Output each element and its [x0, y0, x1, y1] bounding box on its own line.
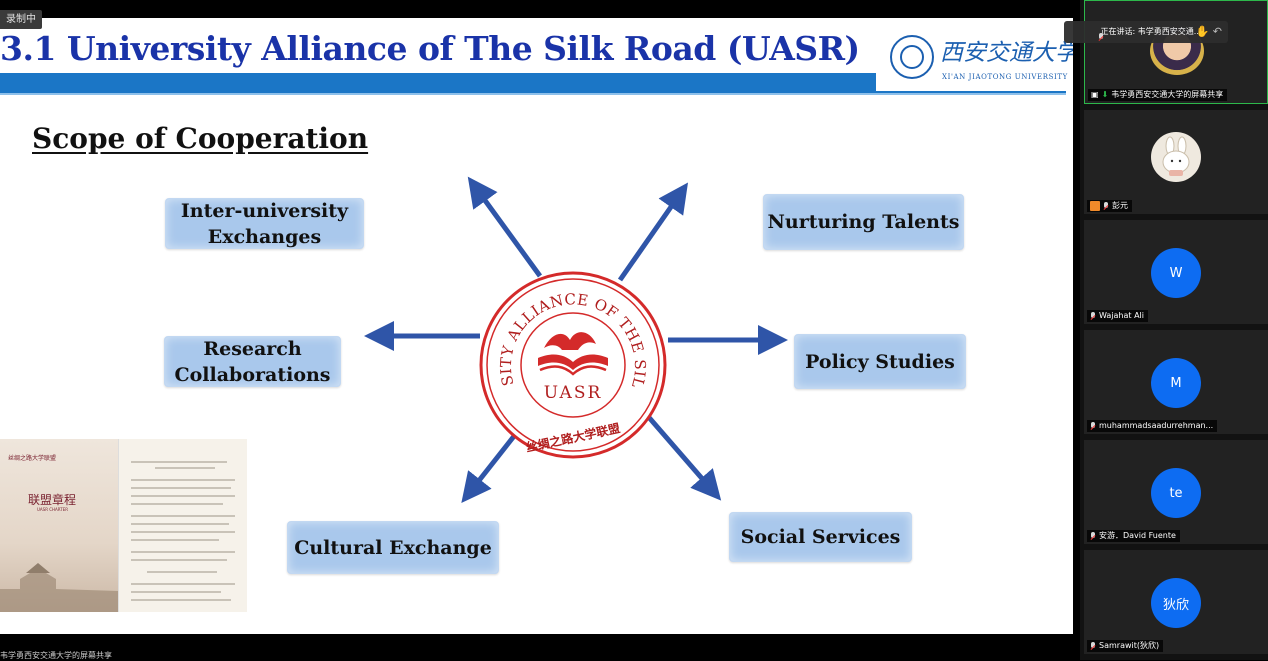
- screen-share-caption: 韦学勇西安交通大学的屏幕共享: [0, 651, 112, 660]
- box-cultural-exchange: Cultural Exchange: [287, 521, 499, 574]
- participant-name: Samrawit(狄欣): [1099, 641, 1160, 650]
- box-inter-line2: Exchanges: [207, 225, 322, 248]
- participant-tile[interactable]: te 安游．David Fuente: [1084, 440, 1268, 544]
- box-nurturing-label: Nurturing Talents: [767, 211, 960, 233]
- mic-muted-icon: [1090, 532, 1096, 540]
- charter-title: 联盟章程: [28, 493, 77, 507]
- shared-slide: 3.1 University Alliance of The Silk Road…: [0, 18, 1073, 634]
- participant-name: 彭元: [1112, 201, 1128, 210]
- slide-title: 3.1 University Alliance of The Silk Road…: [0, 29, 860, 68]
- participant-tile-screenshare[interactable]: ▣ ⬇ 韦学勇西安交通大学的屏幕共享: [1084, 0, 1268, 104]
- user-icon: [1090, 201, 1100, 211]
- avatar: te: [1151, 468, 1201, 518]
- undo-icon[interactable]: ↶: [1212, 25, 1222, 38]
- speaking-indicator: 正在讲话: 韦学勇西安交通... ✋ ↶: [1064, 21, 1228, 43]
- xjtu-logo: 西安交通大学 XI'AN JIAOTONG UNIVERSITY: [876, 25, 1073, 91]
- uasr-seal-icon: UNIVERSITY ALLIANCE OF THE SILK ROAD UAS…: [478, 270, 667, 459]
- seal-acronym: UASR: [544, 383, 603, 403]
- arrow-up-right: [617, 182, 689, 282]
- bunny-icon: [1162, 136, 1190, 176]
- uasr-charter-image: 丝绸之路大学联盟 联盟章程 UASR CHARTER: [0, 439, 247, 612]
- charter-cover: 丝绸之路大学联盟 联盟章程 UASR CHARTER: [0, 439, 118, 612]
- mic-muted-icon: [1090, 642, 1096, 650]
- box-social-label: Social Services: [740, 526, 901, 548]
- scope-heading: Scope of Cooperation: [32, 122, 369, 155]
- box-policy-label: Policy Studies: [805, 350, 955, 373]
- mic-muted-icon: [1090, 422, 1096, 430]
- charter-brand: 丝绸之路大学联盟: [8, 455, 57, 462]
- xjtu-seal-icon: [890, 35, 934, 79]
- charter-text-page: [118, 439, 247, 612]
- mic-muted-icon: [1103, 202, 1109, 210]
- participant-name: muhammadsaadurrehman...: [1099, 421, 1214, 430]
- participant-tile[interactable]: W Wajahat Ali: [1084, 220, 1268, 324]
- participant-name: 安游．David Fuente: [1099, 531, 1176, 540]
- charter-subtitle: UASR CHARTER: [37, 507, 69, 512]
- participant-tile[interactable]: M muhammadsaadurrehman...: [1084, 330, 1268, 434]
- box-cultural-label: Cultural Exchange: [294, 536, 492, 559]
- title-bar-accent: [0, 93, 1066, 95]
- participant-tile[interactable]: 彭元: [1084, 110, 1268, 214]
- participant-tile[interactable]: 狄欣 Samrawit(狄欣): [1084, 550, 1268, 654]
- box-inter-line1: Inter-university: [180, 199, 349, 222]
- arrow-down-left: [461, 424, 524, 503]
- cooperation-arrows: [364, 176, 788, 503]
- box-social-services: Social Services: [729, 512, 912, 562]
- recording-badge: 录制中: [0, 10, 42, 29]
- arrow-down-right: [644, 412, 722, 501]
- xjtu-logo-english: XI'AN JIAOTONG UNIVERSITY: [942, 73, 1068, 81]
- title-bar: [0, 73, 1066, 93]
- box-policy-studies: Policy Studies: [794, 334, 966, 389]
- hand-icon[interactable]: ✋: [1195, 25, 1210, 38]
- box-research-line2: Collaborations: [174, 363, 331, 386]
- participant-name: Wajahat Ali: [1099, 311, 1144, 320]
- speaking-text: 正在讲话: 韦学勇西安交通...: [1100, 27, 1202, 36]
- avatar: 狄欣: [1151, 578, 1201, 628]
- xjtu-logo-chinese: 西安交通大学: [940, 40, 1073, 66]
- avatar: W: [1151, 248, 1201, 298]
- box-nurturing-talents: Nurturing Talents: [763, 194, 964, 250]
- mic-icon: [1098, 33, 1104, 41]
- avatar: M: [1151, 358, 1201, 408]
- avatar: [1151, 132, 1201, 182]
- city-wall-icon: [0, 563, 118, 612]
- arrow-up-left: [467, 176, 543, 278]
- box-research-line1: Research: [203, 337, 302, 360]
- participant-name: 韦学勇西安交通大学的屏幕共享: [1111, 90, 1224, 99]
- screen-share-icon: ▣: [1091, 90, 1099, 99]
- mic-muted-icon: [1090, 312, 1096, 320]
- download-icon: ⬇: [1101, 90, 1109, 99]
